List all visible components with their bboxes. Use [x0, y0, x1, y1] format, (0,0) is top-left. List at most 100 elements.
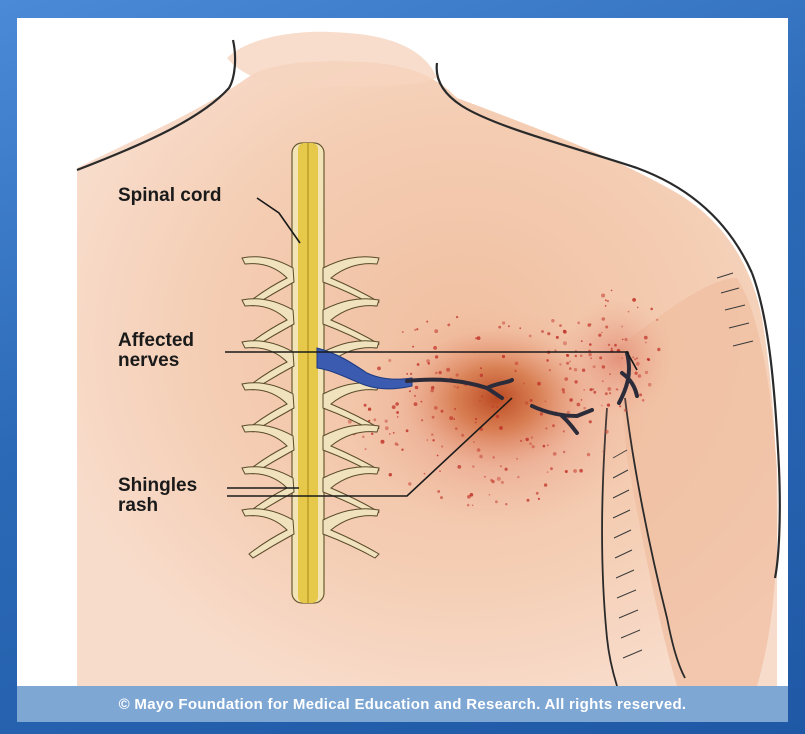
rash-dot [393, 432, 395, 434]
rash-dot [547, 471, 549, 473]
rash-dot [553, 452, 557, 456]
rash-dot [402, 331, 404, 333]
rash-dot [426, 359, 430, 363]
rash-dot [540, 412, 543, 415]
rash-dot [454, 408, 456, 410]
label-shingles-rash: Shingles rash [118, 476, 197, 516]
rash-dot [563, 341, 567, 345]
rash-dot [621, 357, 623, 359]
rash-dot [549, 369, 551, 371]
rash-dot [608, 344, 610, 346]
rash-dot [634, 358, 636, 360]
rash-dot [421, 401, 423, 403]
rash-dot [472, 505, 474, 507]
rash-dot [414, 329, 416, 331]
rash-dot [532, 445, 535, 448]
rash-dot [516, 458, 518, 460]
rash-dot [362, 436, 365, 439]
rash-dot [502, 355, 505, 358]
rash-dot [611, 290, 613, 292]
rash-dot [415, 386, 419, 390]
rash-dot [414, 395, 416, 397]
rash-dot [493, 456, 495, 458]
rash-dot [499, 426, 503, 430]
rash-dot [527, 499, 530, 502]
label-affected-line1: Affected [118, 331, 194, 351]
rash-dot [575, 355, 577, 357]
rash-dot [449, 416, 453, 420]
rash-dot [437, 455, 439, 457]
rash-dot [547, 332, 550, 335]
rash-dot [368, 408, 371, 411]
rash-dot [602, 380, 604, 382]
rash-dot [397, 444, 399, 446]
rash-dot [609, 373, 611, 375]
rash-dot [636, 362, 640, 366]
rash-dot [523, 383, 525, 385]
rash-dot [480, 374, 483, 377]
rash-dot [538, 498, 540, 500]
rash-dot [565, 470, 568, 473]
rash-dot [406, 373, 408, 375]
rash-dot [624, 338, 627, 341]
rash-dot [441, 445, 443, 447]
rash-dot [401, 449, 403, 451]
copyright-text: © Mayo Foundation for Medical Education … [119, 696, 687, 713]
rash-dot [546, 359, 549, 362]
rash-dot [605, 326, 608, 329]
rash-dot [588, 353, 591, 356]
rash-dot [611, 348, 613, 350]
rash-dot [439, 470, 441, 472]
label-affected-line2: nerves [118, 351, 194, 371]
illustration-panel: Spinal cord Affected nerves Shingles ras… [17, 18, 788, 686]
rash-dot [601, 294, 605, 298]
rash-dot [642, 399, 645, 402]
rash-dot [605, 430, 609, 434]
rash-dot [541, 330, 544, 333]
rash-dot [501, 481, 504, 484]
rash-dot [456, 386, 459, 389]
rash-dot [348, 420, 352, 424]
rash-dot [602, 365, 605, 368]
rash-dot [435, 355, 438, 358]
rash-dot [526, 438, 529, 441]
rash-dot [624, 409, 627, 412]
rash-dot [373, 418, 376, 421]
rash-dot [563, 451, 566, 454]
rash-dot [656, 319, 658, 321]
rash-dot [446, 368, 450, 372]
rash-dot [559, 363, 561, 365]
rash-dot [593, 391, 596, 394]
rash-dot [395, 402, 399, 406]
rash-dot [563, 330, 567, 334]
rash-dot [437, 490, 440, 493]
rash-dot [377, 367, 381, 371]
rash-dot [500, 465, 502, 467]
rash-dot [475, 422, 477, 424]
rash-dot [622, 339, 624, 341]
rash-dot [636, 357, 638, 359]
rash-dot [434, 329, 438, 333]
rash-dot [602, 317, 606, 321]
rash-dot [580, 354, 583, 357]
rash-dot [559, 324, 562, 327]
rash-dot [581, 340, 583, 342]
rash-dot [477, 448, 481, 452]
rash-dot [593, 365, 596, 368]
rash-dot [426, 321, 428, 323]
rash-dot [562, 391, 565, 394]
rash-dot [479, 455, 482, 458]
rash-dot [454, 386, 456, 388]
rash-dot [573, 469, 577, 473]
rash-dot [529, 442, 532, 445]
rash-dot [543, 445, 546, 448]
rash-dot [569, 367, 572, 370]
rash-dot [472, 465, 474, 467]
rash-dot [550, 467, 553, 470]
rash-dot [381, 440, 385, 444]
rash-dot [385, 420, 388, 423]
rash-dot [601, 332, 603, 334]
rash-dot [609, 392, 611, 394]
rash-dot [647, 358, 649, 360]
rash-dot [645, 342, 647, 344]
